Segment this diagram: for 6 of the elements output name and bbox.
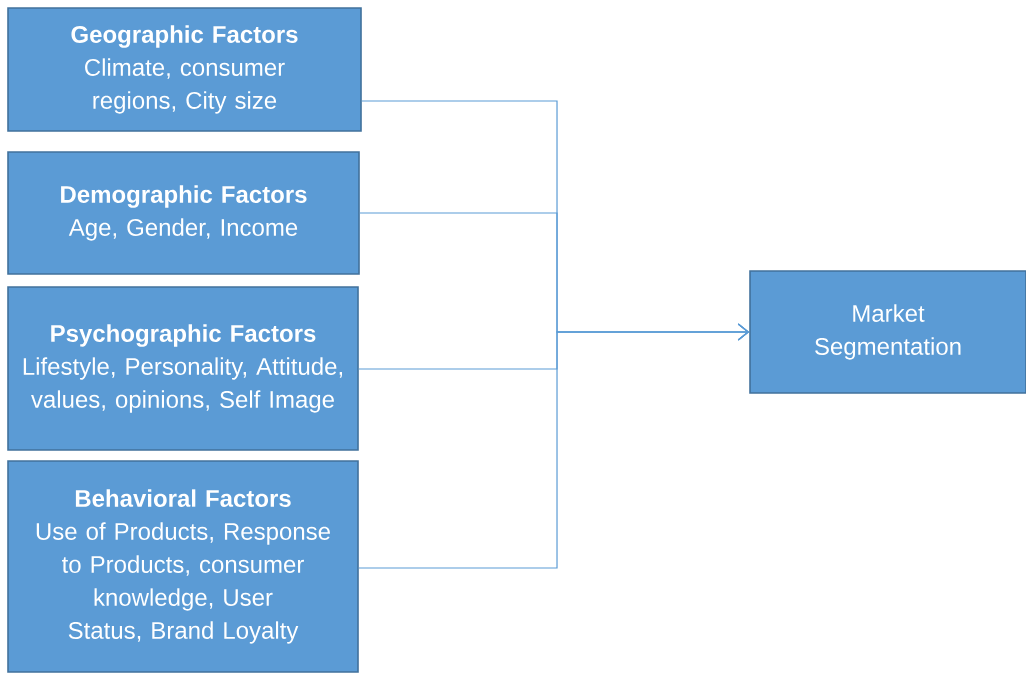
- text-box: Psychographic Factors Lifestyle, Personality, Attitude, values, opinions, Self Image: [7, 286, 359, 451]
- text-box: Behavioral Factors Use of Products, Response to Products, consumer knowledge, User Status, Brand Loyalty: [7, 460, 359, 673]
- text-box: Demographic Factors Age, Gender, Income: [7, 151, 360, 275]
- text-box: Geographic Factors Climate, consumer regions, City size: [7, 7, 362, 132]
- connector-arrow: [358, 323, 750, 569]
- text-box: Market Segmentation: [749, 270, 1026, 394]
